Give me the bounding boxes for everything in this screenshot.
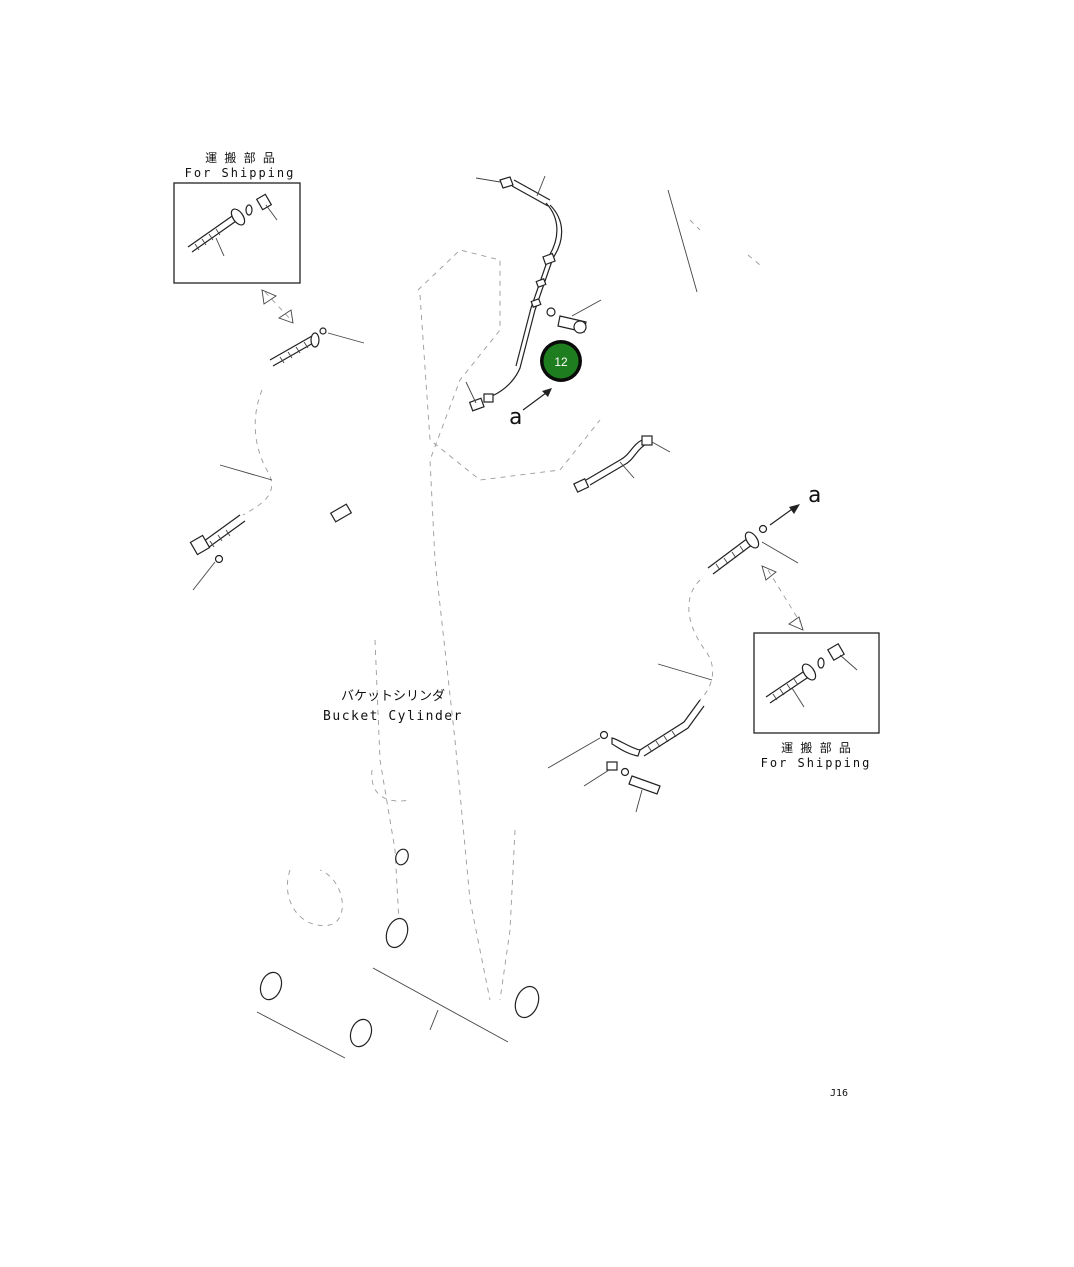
shipping-inset-top-left: 運 搬 部 品 For Shipping	[173, 150, 301, 284]
double-arrow-left	[261, 289, 294, 324]
left-hose-assembly	[189, 327, 365, 591]
view-a-label-center: a	[509, 405, 522, 430]
view-a-label-right: a	[808, 483, 821, 508]
double-arrow-right	[761, 565, 804, 631]
bucket-cylinder-label-en: Bucket Cylinder	[323, 709, 463, 724]
bucket-cylinder-label-jp: バケットシリンダ	[341, 689, 445, 704]
part-callout-12[interactable]: 12	[540, 340, 582, 382]
small-hose	[573, 435, 671, 493]
shipping-label-en: For Shipping	[761, 756, 872, 770]
center-hose-assembly: a	[465, 175, 602, 430]
pin-bosses	[256, 848, 540, 1059]
arm-outline	[286, 189, 761, 1001]
hose-fitting-icon	[765, 642, 858, 708]
plug-icon	[329, 503, 353, 523]
shipping-inset-right: 運 搬 部 品 For Shipping	[753, 632, 880, 770]
page-code: J16	[830, 1088, 848, 1099]
callout-number: 12	[554, 355, 568, 369]
hose-fitting-icon	[187, 193, 278, 257]
shipping-label-en: For Shipping	[185, 166, 296, 180]
right-hose-assembly: a	[547, 483, 821, 813]
shipping-label-jp: 運 搬 部 品	[205, 150, 275, 165]
shipping-label-jp: 運 搬 部 品	[781, 740, 851, 755]
